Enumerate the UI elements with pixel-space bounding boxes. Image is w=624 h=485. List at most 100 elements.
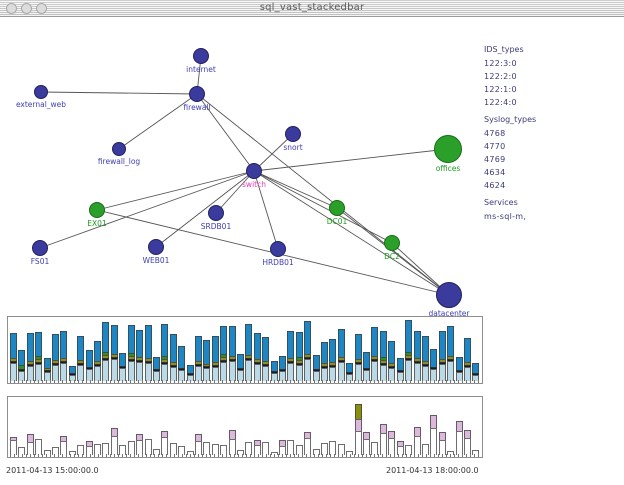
chart-bar[interactable] [220, 445, 228, 455]
chart-bar[interactable] [152, 448, 160, 455]
chart-bar[interactable] [287, 331, 295, 381]
chart-bar[interactable] [85, 440, 93, 455]
chart-bar[interactable] [203, 442, 211, 455]
chart-bar[interactable] [405, 320, 413, 381]
chart-bar[interactable] [245, 442, 253, 455]
chart-bar[interactable] [253, 333, 261, 381]
chart-bar[interactable] [77, 336, 85, 381]
graph-node-WEB01[interactable] [148, 239, 164, 255]
chart-bar[interactable] [346, 450, 354, 455]
chart-bar[interactable] [119, 353, 127, 381]
legend-item[interactable]: 4768 [484, 129, 506, 138]
chart-bar[interactable] [10, 436, 17, 455]
graph-node-internet[interactable] [193, 48, 209, 64]
chart-bar[interactable] [279, 356, 286, 381]
minimize-button[interactable] [21, 3, 32, 14]
chart-bar[interactable] [371, 327, 379, 381]
graph-node-firewall_log[interactable] [112, 142, 126, 156]
legend-item[interactable]: 122:2:0 [484, 72, 517, 81]
chart-bar[interactable] [220, 326, 228, 381]
chart-bar[interactable] [52, 334, 60, 381]
chart-bar[interactable] [127, 325, 135, 381]
chart-bar[interactable] [169, 334, 177, 381]
chart-bar[interactable] [287, 439, 295, 455]
legend-item[interactable]: 122:3:0 [484, 59, 517, 68]
chart-bar[interactable] [321, 342, 329, 381]
chart-bar[interactable] [144, 325, 152, 381]
chart-bar[interactable] [396, 440, 404, 455]
chart-bar[interactable] [94, 444, 102, 455]
chart-bar[interactable] [346, 363, 354, 381]
chart-bar[interactable] [136, 330, 144, 381]
legend-item[interactable]: 4770 [484, 142, 506, 151]
chart-bar[interactable] [463, 338, 471, 381]
chart-bar[interactable] [463, 430, 471, 455]
legend-item[interactable]: 4634 [484, 168, 506, 177]
chart-bar[interactable] [144, 438, 152, 455]
close-button[interactable] [6, 3, 17, 14]
chart-bar[interactable] [253, 439, 261, 455]
chart-bar[interactable] [10, 333, 17, 381]
chart-bar[interactable] [295, 445, 303, 455]
graph-node-datacenter[interactable] [436, 282, 462, 308]
graph-node-snort[interactable] [285, 126, 301, 142]
chart-bar[interactable] [186, 365, 194, 381]
chart-bar[interactable] [161, 431, 169, 455]
graph-node-EX01[interactable] [89, 202, 105, 218]
chart-bar[interactable] [379, 423, 387, 455]
chart-bar[interactable] [245, 324, 253, 381]
chart-bar[interactable] [60, 331, 68, 381]
chart-bar[interactable] [371, 442, 379, 455]
chart-bar[interactable] [363, 432, 371, 455]
chart-bar[interactable] [262, 442, 270, 455]
chart-bar[interactable] [68, 366, 76, 381]
chart-bar[interactable] [312, 448, 320, 455]
chart-bar[interactable] [18, 447, 26, 455]
legend-item[interactable]: 4769 [484, 155, 506, 164]
chart-bar[interactable] [203, 340, 211, 381]
graph-node-external_web[interactable] [34, 85, 48, 99]
chart-bar[interactable] [52, 447, 60, 455]
chart-bar[interactable] [337, 444, 345, 455]
chart-bar[interactable] [438, 331, 446, 381]
chart-bar[interactable] [161, 324, 169, 381]
chart-bar[interactable] [379, 331, 387, 381]
chart-bar[interactable] [421, 444, 429, 455]
chart-bar[interactable] [152, 357, 160, 381]
chart-bar[interactable] [447, 450, 455, 455]
chart-bar[interactable] [60, 435, 68, 455]
chart-bar[interactable] [26, 434, 34, 455]
chart-bar[interactable] [236, 449, 244, 455]
chart-bar[interactable] [110, 427, 118, 455]
chart-bar[interactable] [329, 339, 337, 381]
graph-node-offices[interactable] [434, 135, 462, 163]
chart-bar[interactable] [136, 434, 144, 455]
chart-bar[interactable] [421, 336, 429, 381]
chart-bar[interactable] [388, 431, 396, 455]
chart-bar[interactable] [438, 432, 446, 455]
chart-bar[interactable] [396, 358, 404, 381]
legend-item[interactable]: 4624 [484, 181, 506, 190]
chart-bar[interactable] [337, 329, 345, 381]
chart-bar[interactable] [472, 363, 480, 381]
chart-bar[interactable] [43, 358, 51, 381]
chart-bar[interactable] [321, 443, 329, 455]
chart-bar[interactable] [127, 440, 135, 455]
chart-bar[interactable] [35, 332, 43, 381]
window-titlebar[interactable]: sql_vast_stackedbar [0, 0, 624, 17]
chart-bar[interactable] [430, 414, 438, 455]
chart-bar[interactable] [102, 322, 110, 381]
chart-bar[interactable] [228, 326, 236, 381]
chart-bar[interactable] [228, 430, 236, 455]
chart-bar[interactable] [26, 333, 34, 381]
chart-bar[interactable] [68, 450, 76, 455]
chart-bar[interactable] [279, 439, 286, 455]
chart-bar[interactable] [312, 355, 320, 381]
chart-bar[interactable] [329, 440, 337, 455]
graph-node-SRDB01[interactable] [208, 205, 224, 221]
graph-node-FS01[interactable] [32, 240, 48, 256]
chart-bar[interactable] [85, 350, 93, 381]
chart-bar[interactable] [18, 350, 26, 381]
chart-bar[interactable] [405, 445, 413, 455]
